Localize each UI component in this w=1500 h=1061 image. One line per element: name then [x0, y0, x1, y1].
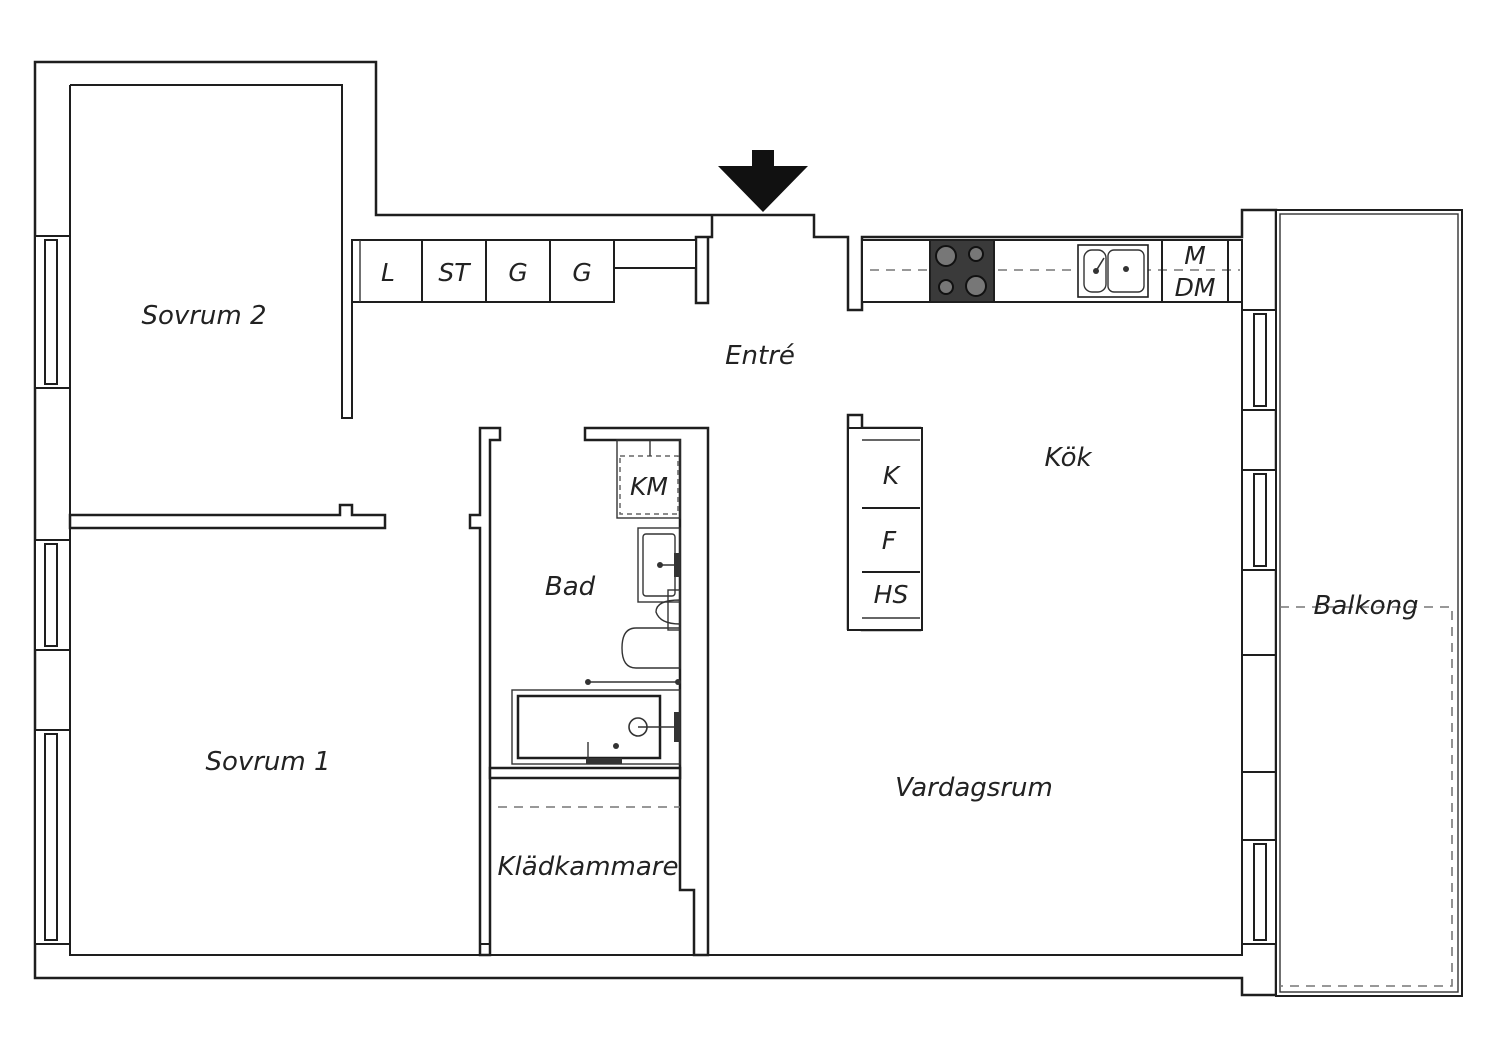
label-entre: Entré — [725, 341, 795, 371]
shelf — [613, 239, 697, 269]
toilet-icon — [621, 589, 681, 669]
balcony-outer — [1275, 209, 1463, 997]
kitchen-counter — [861, 239, 1243, 303]
bathtub-icon — [511, 689, 681, 765]
wardrobe-row — [351, 239, 697, 303]
label-g-1: G — [508, 258, 527, 287]
label-hs: HS — [874, 580, 909, 609]
label-l: L — [381, 258, 395, 287]
label-sovrum-1: Sovrum 1 — [205, 747, 330, 777]
island-frame — [847, 427, 923, 631]
label-g-2: G — [572, 258, 591, 287]
bath-left-wall — [468, 426, 502, 957]
balcony-inner — [1279, 213, 1459, 993]
label-km: KM — [630, 472, 668, 501]
label-st: ST — [438, 258, 471, 287]
entrance-arrow-icon — [718, 150, 808, 212]
washing-machine — [616, 439, 681, 519]
label-kladkammare: Klädkammare — [498, 852, 679, 882]
label-m: M — [1184, 241, 1206, 270]
label-kok: Kök — [1044, 443, 1092, 473]
bedroom-divider-wall — [68, 503, 387, 530]
label-sovrum-2: Sovrum 2 — [141, 301, 266, 331]
washbasin-icon — [637, 527, 681, 603]
counter-frame — [861, 239, 1243, 303]
wardrobe-frame — [351, 239, 615, 303]
stove-icon — [929, 239, 995, 303]
label-k: K — [883, 461, 902, 490]
balcony-dash — [1280, 606, 1453, 987]
label-dm: DM — [1175, 273, 1216, 302]
label-bad: Bad — [545, 572, 596, 602]
bath-closet-divider — [488, 766, 682, 780]
windows — [34, 235, 1278, 945]
kitchen-sink-icon — [1077, 244, 1149, 298]
balcony — [1275, 209, 1463, 997]
label-vardagsrum: Vardagsrum — [895, 773, 1053, 803]
label-f: F — [882, 526, 897, 555]
label-balkong: Balkong — [1314, 591, 1419, 621]
